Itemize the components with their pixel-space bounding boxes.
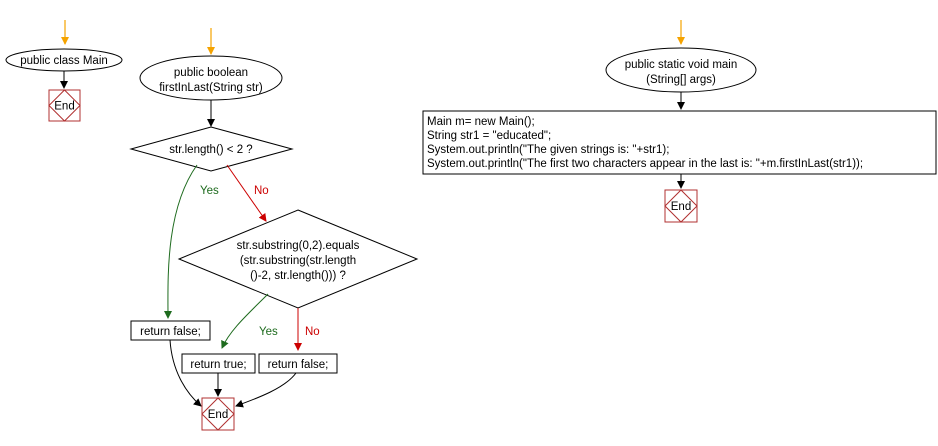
decision1-yes-arrow [163,164,198,319]
decision1-no-arrow [226,164,267,222]
decision2-label-line2: (str.substring(str.length [240,255,356,267]
return-false-1-to-end-arrow [169,339,202,407]
method-first-title-line2: firstInLast(String str) [159,82,263,94]
return-false-label-2: return false; [268,359,329,371]
first-in-last-flow: public boolean firstInLast(String str) s… [129,28,419,431]
class-end-label: End [54,101,74,113]
decision2-yes-label: Yes [259,326,278,338]
main-code-block [422,110,937,175]
main-code-line-3: System.out.println("The given strings is… [427,144,669,156]
decision1-no-label: No [254,185,269,197]
main-method-flow: public static void main (String[] args) … [422,20,937,223]
decision2-no-label: No [305,326,320,338]
return-false-label-1: return false; [140,326,201,338]
method-first-end-node: End [201,397,235,431]
return-false-box-2 [258,353,338,374]
method-first-end-diamond [201,397,235,431]
main-end-node: End [664,189,698,223]
decision2-yes-arrow [221,293,269,349]
main-end-label: End [671,201,691,213]
main-code-line-1: Main m= new Main(); [427,116,535,128]
decision-length-check-label: str.length() < 2 ? [169,144,252,156]
main-code-line-2: String str1 = "educated"; [427,130,551,142]
class-end-diamond [48,89,81,122]
main-code-line-4: System.out.println("The first two charac… [427,158,863,170]
class-end-node: End [48,89,81,122]
decision2-label-line1: str.substring(0,2).equals [237,240,360,252]
return-false-2-to-end-arrow [235,372,297,408]
method-first-end-label: End [208,409,228,421]
class-main-title: public class Main [20,55,108,67]
decision-length-check [129,126,294,172]
main-title-line1: public static void main [625,59,738,71]
decision1-yes-label: Yes [200,185,219,197]
decision2-label-line3: ()-2, str.length())) ? [250,270,346,282]
return-true-label: return true; [190,359,246,371]
main-title-line2: (String[] args) [646,74,716,86]
method-first-title-line1: public boolean [174,67,248,79]
main-end-diamond [664,189,698,223]
class-main-flow: public class Main End [5,20,123,122]
